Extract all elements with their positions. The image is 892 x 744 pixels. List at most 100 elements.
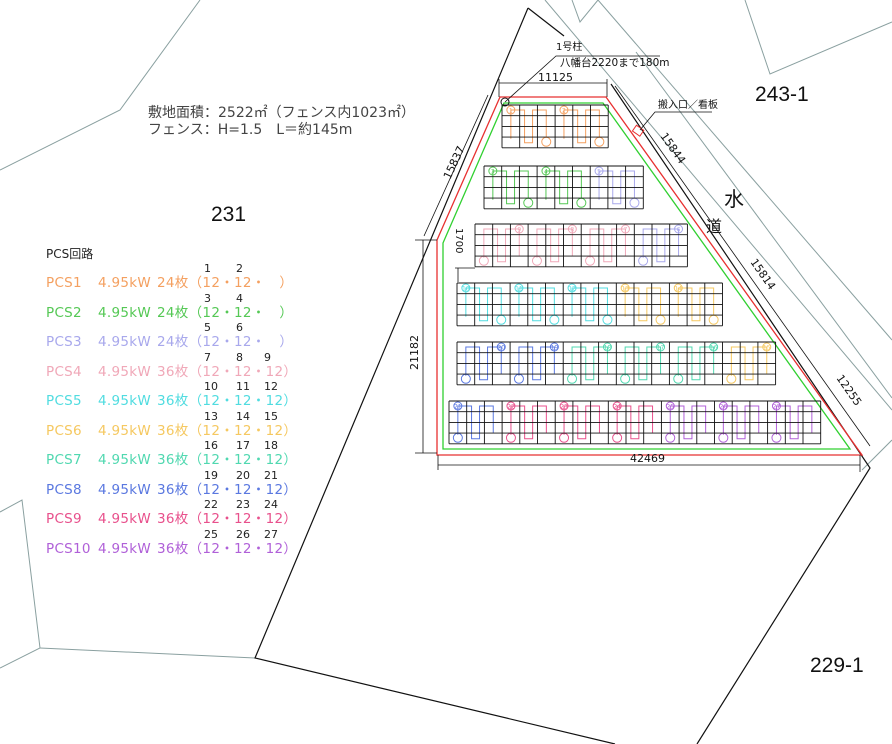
string-7: 7 bbox=[585, 224, 630, 266]
site-area-text: 敷地面積：2522㎡（フェンス内1023㎡） bbox=[148, 105, 415, 121]
string-number-label: 26 bbox=[720, 404, 728, 411]
string-number: 23 bbox=[236, 498, 250, 511]
string-wiring bbox=[510, 405, 547, 440]
legend-config: （12・12・12） bbox=[188, 481, 298, 498]
legend-power: 4.95kW bbox=[98, 540, 152, 557]
string-27: 27 bbox=[771, 401, 813, 443]
string-number: 15 bbox=[264, 409, 278, 423]
string-wiring bbox=[677, 287, 715, 322]
string-wiring bbox=[545, 170, 582, 205]
string-wiring bbox=[492, 170, 529, 205]
legend-name: PCS5 bbox=[46, 393, 82, 409]
string-number: 2 bbox=[236, 262, 243, 275]
string-number-badge bbox=[602, 342, 612, 352]
string-number-label: 7 bbox=[624, 227, 628, 234]
legend-name: PCS6 bbox=[46, 422, 82, 439]
legend-config: （12・12・ ） bbox=[188, 275, 294, 291]
legend-power: 4.95kW bbox=[98, 481, 152, 498]
legend-power: 4.95kW bbox=[98, 304, 152, 321]
string-wiring bbox=[722, 405, 760, 440]
legend-count: 24枚 bbox=[157, 304, 189, 321]
string-number: 25 bbox=[204, 527, 218, 541]
string-number: 1 bbox=[204, 262, 211, 275]
legend-config: （12・12・12） bbox=[188, 393, 298, 409]
legend-config: （12・12・12） bbox=[188, 540, 298, 557]
junction-icon bbox=[655, 314, 666, 325]
string-16: 16 bbox=[673, 342, 719, 384]
string-number-badge bbox=[665, 401, 675, 411]
legend-power: 4.95kW bbox=[98, 511, 152, 527]
string-number: 13 bbox=[204, 409, 218, 423]
legend-count: 36枚 bbox=[157, 481, 189, 498]
legend-name: PCS3 bbox=[46, 334, 82, 350]
string-number-label: 5 bbox=[597, 169, 601, 176]
string-number-badge bbox=[771, 401, 781, 411]
string-8: 8 bbox=[531, 224, 577, 266]
string-18: 18 bbox=[567, 342, 612, 384]
legend-count: 36枚 bbox=[157, 540, 189, 557]
string-wiring bbox=[669, 405, 707, 440]
string-wiring bbox=[518, 287, 555, 322]
string-number-badge bbox=[541, 166, 551, 176]
neighbor-lot-lines bbox=[0, 0, 892, 669]
string-number-label: 17 bbox=[657, 345, 665, 352]
string-number: 7 bbox=[204, 350, 211, 364]
junction-icon bbox=[576, 197, 587, 208]
string-number-label: 24 bbox=[613, 404, 621, 411]
string-wiring bbox=[563, 109, 600, 144]
string-number: 24 bbox=[264, 498, 278, 511]
string-number-badge bbox=[612, 401, 622, 411]
string-number-badge bbox=[656, 342, 666, 352]
string-number-badge bbox=[762, 342, 772, 352]
string-wiring bbox=[465, 346, 502, 381]
string-number: 18 bbox=[264, 439, 278, 452]
legend-name: PCS9 bbox=[46, 511, 82, 527]
string-6: 6 bbox=[638, 224, 684, 266]
legend-config: （12・12・12） bbox=[188, 452, 298, 468]
string-number-label: 4 bbox=[544, 169, 548, 176]
string-wiring bbox=[775, 405, 813, 440]
string-wiring bbox=[589, 228, 626, 263]
junction-icon bbox=[496, 314, 507, 325]
string-5: 5 bbox=[594, 166, 640, 208]
string-number: 22 bbox=[204, 498, 218, 511]
legend-count: 36枚 bbox=[157, 452, 189, 468]
string-23: 23 bbox=[559, 401, 600, 443]
string-number: 26 bbox=[236, 527, 250, 541]
string-wiring bbox=[571, 287, 608, 322]
legend-power: 4.95kW bbox=[98, 363, 152, 380]
legend-count: 24枚 bbox=[157, 275, 189, 291]
string-wiring bbox=[616, 405, 654, 440]
string-number-badge bbox=[549, 342, 559, 352]
string-number-badge bbox=[620, 283, 630, 293]
string-number: 14 bbox=[236, 409, 250, 423]
string-number-badge bbox=[567, 224, 577, 234]
legend-name: PCS2 bbox=[46, 304, 82, 321]
pole-leader-line bbox=[504, 55, 660, 103]
legend-name: PCS1 bbox=[46, 275, 82, 291]
legend-count: 36枚 bbox=[157, 393, 189, 409]
string-wiring bbox=[677, 346, 715, 381]
string-wiring bbox=[571, 346, 608, 381]
dimension-lines bbox=[415, 79, 871, 472]
